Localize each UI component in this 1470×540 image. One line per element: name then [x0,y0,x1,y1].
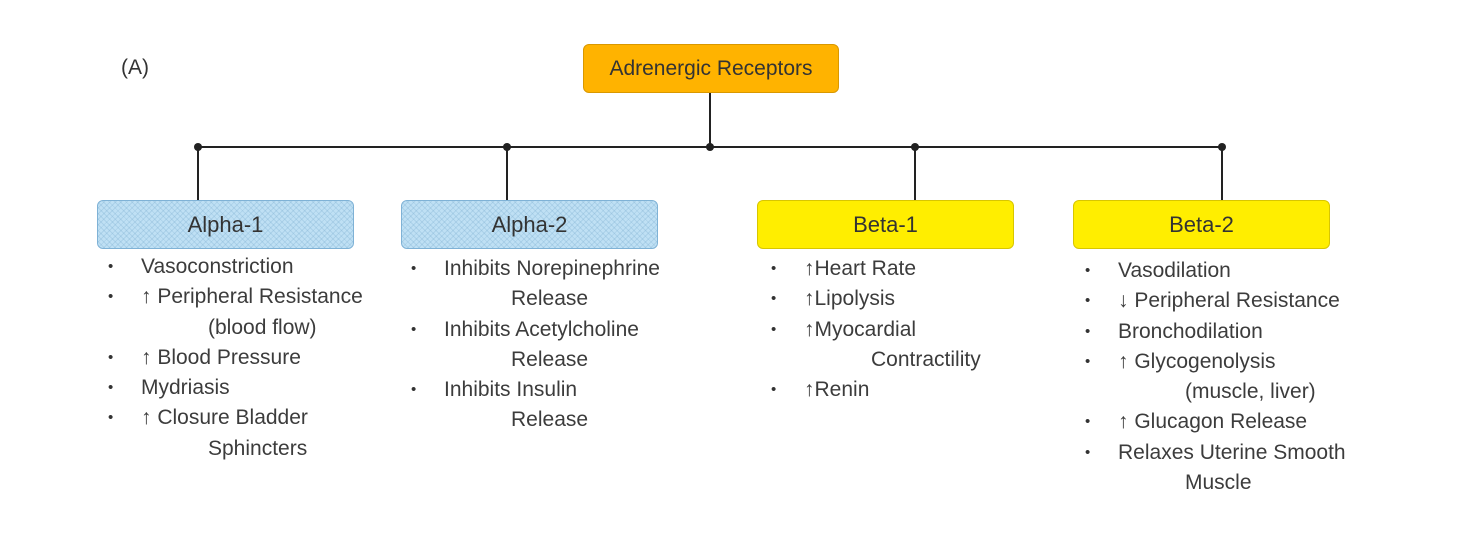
effect-item: ↓ Peripheral Resistance [1085,286,1415,317]
effect-item: ↑ Peripheral Resistance (blood flow) [108,282,428,343]
effect-text: Relaxes Uterine Smooth [1118,440,1346,464]
effect-text-continuation: Release [511,347,589,371]
effect-text: ↑Lipolysis [804,287,896,311]
junction-dot [706,143,714,151]
effect-text: Mydriasis [141,376,230,400]
effect-text: Inhibits Acetylcholine [444,317,639,341]
receptor-node-label: Beta-2 [1169,211,1234,237]
effect-text: Vasoconstriction [141,255,294,278]
junction-dot [194,143,202,151]
effect-text: ↑ Closure Bladder [141,406,308,430]
effect-item: Bronchodilation [1085,317,1415,348]
effect-text-continuation: (blood flow) [208,315,317,339]
receptor-node-label: Alpha-1 [187,211,264,237]
effect-text: ↑Heart Rate [804,257,917,280]
effect-text: ↑Myocardial [804,317,917,341]
effect-text: ↑ Glycogenolysis [1118,349,1276,373]
panel-label: (A) [121,56,149,79]
effect-text: Inhibits Norepinephrine [444,257,660,280]
beta-2-effects-list: Vasodilation ↓ Peripheral Resistance Bro… [1085,256,1415,498]
root-node-adrenergic-receptors: Adrenergic Receptors [583,44,839,93]
effect-item: ↑Heart Rate [771,254,1051,285]
effect-text-continuation: (muscle, liver) [1185,380,1316,404]
effect-text: ↑ Blood Pressure [141,345,301,369]
receptor-node-label: Beta-1 [853,211,918,237]
effect-text: ↑ Glucagon Release [1118,410,1308,434]
receptor-node-beta-2: Beta-2 [1073,200,1330,249]
effect-text-continuation: Muscle [1185,471,1252,495]
effect-text-continuation: Release [511,287,589,311]
effect-text: Bronchodilation [1118,319,1263,343]
effect-item: ↑ Blood Pressure [108,343,428,374]
alpha-1-effects-list: Vasoconstriction ↑ Peripheral Resistance… [108,252,428,464]
effect-text-continuation: Sphincters [208,436,308,460]
effect-item: ↑Lipolysis [771,284,1051,315]
effect-item: Mydriasis [108,373,428,404]
receptor-node-alpha-2: Alpha-2 [401,200,658,249]
effect-item: Vasodilation [1085,256,1415,287]
effect-text: Vasodilation [1118,259,1231,282]
effect-text: ↓ Peripheral Resistance [1118,289,1340,313]
effect-item: ↑Renin [771,375,1051,406]
effect-item: ↑ Glycogenolysis (muscle, liver) [1085,347,1415,408]
effect-text: ↑ Peripheral Resistance [141,285,363,309]
effect-text-continuation: Contractility [871,347,981,371]
root-node-label: Adrenergic Receptors [609,56,813,80]
junction-dot [911,143,919,151]
effect-text: ↑Renin [804,378,870,402]
effect-item: ↑ Glucagon Release [1085,407,1415,438]
receptor-node-label: Alpha-2 [491,211,568,237]
effect-text-continuation: Release [511,408,589,432]
beta-1-effects-list: ↑Heart Rate ↑Lipolysis ↑MyocardialContra… [771,254,1051,406]
effect-text: Inhibits Insulin [444,378,578,402]
effect-item: Vasoconstriction [108,252,428,283]
junction-dot [1218,143,1226,151]
receptor-node-alpha-1: Alpha-1 [97,200,354,249]
junction-dot [503,143,511,151]
receptor-node-beta-1: Beta-1 [757,200,1014,249]
